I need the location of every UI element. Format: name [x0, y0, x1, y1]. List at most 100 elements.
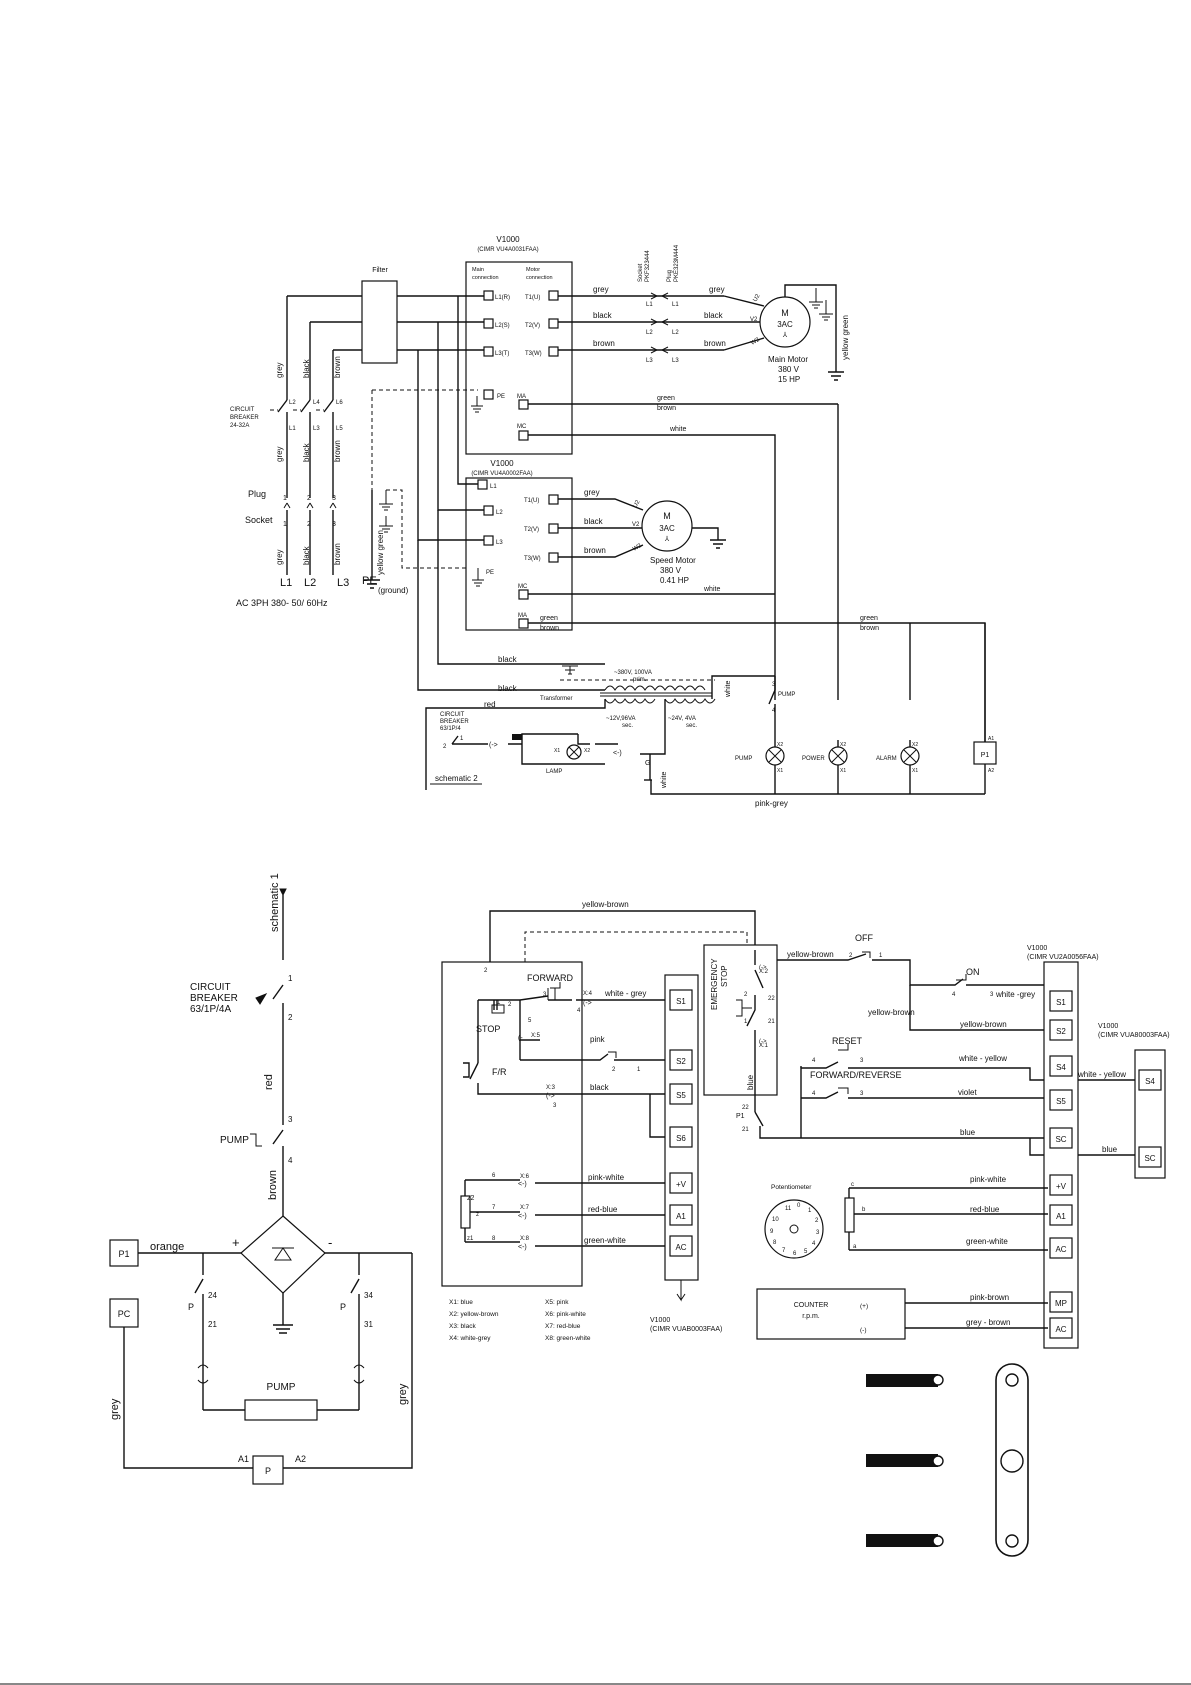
analog-wires — [535, 1182, 665, 1247]
on-pin-3: 3 — [990, 992, 994, 998]
supply-label: AC 3PH 380- 50/ 60Hz — [236, 598, 328, 608]
pc-label: PC — [118, 1309, 131, 1319]
pot-resistor-right — [844, 1197, 855, 1233]
wire-brown-alarm: brown — [860, 625, 879, 632]
reset-pin-3: 3 — [860, 1058, 864, 1064]
s2-pin-1: 1 — [637, 1067, 641, 1073]
terminal-box — [1138, 1146, 1162, 1168]
fwdrev-pin-3: 3 — [860, 1091, 864, 1097]
speed-terminal-l1: L1 — [490, 484, 497, 490]
terminal-box — [548, 494, 559, 505]
dial-1: 1 — [808, 1208, 812, 1214]
legend-x1: X1: blue — [449, 1299, 473, 1306]
speed-motor-symbol — [641, 500, 693, 552]
emergency-stop-contacts — [746, 950, 764, 1045]
circuit-breaker-2-line2: BREAKER — [440, 719, 469, 725]
transformer-sec2b: sec. — [686, 723, 697, 729]
wire-pink-white-left: pink-white — [588, 1173, 625, 1182]
estop-pin-1: 1 — [744, 1019, 748, 1025]
wire-brown-ma: brown — [657, 405, 676, 412]
circuit-breaker-line3: 63/1P/4A — [190, 1004, 231, 1015]
on-actuator — [956, 974, 967, 981]
emergency-stop-actuator — [736, 999, 752, 1017]
phase-l1: L1 — [280, 577, 292, 589]
s2-actuator — [608, 1051, 617, 1058]
counter-box — [756, 1288, 906, 1340]
speed-motor-pin-w2: W2 — [632, 543, 643, 553]
schematic-2-link[interactable]: schematic 2 — [435, 774, 478, 783]
transformer-sec1: ~12V,96VA — [606, 716, 636, 722]
vfd-strip-arrow — [676, 1280, 686, 1302]
pe-ground-wire — [364, 490, 380, 589]
pump-load-box — [244, 1399, 318, 1421]
indicator-pump-pin-x2: X2 — [777, 742, 783, 748]
wire-grey-speed: grey — [584, 488, 600, 497]
dial-4: 4 — [812, 1241, 816, 1247]
main-motor-pin-w2: W2 — [750, 337, 761, 347]
mechanical-parts — [866, 1363, 1029, 1557]
pump-switch-wire — [711, 675, 776, 740]
pe-terminal-label: PE — [497, 394, 505, 400]
right-terminal-plus-v: +V — [1056, 1182, 1067, 1191]
p1-box — [109, 1239, 139, 1267]
speed-motor-pin-v2: V2 — [632, 522, 640, 528]
transformer-sec1b: sec. — [622, 723, 633, 729]
terminal-box — [483, 290, 494, 301]
socket-part-label: Socket — [638, 263, 644, 282]
wire-white-yellow-far: white - yellow — [1077, 1070, 1126, 1079]
potentiometer-label: Potentiometer — [771, 1184, 812, 1191]
terminal-t2v: T2(V) — [525, 323, 540, 329]
wire-brown-motor: brown — [593, 339, 615, 348]
a1-label: A1 — [238, 1454, 249, 1464]
left-terminal-s5: S5 — [676, 1091, 686, 1100]
wire-green-alarm: green — [860, 615, 878, 622]
red-wire — [425, 699, 606, 790]
terminal-box — [1049, 1291, 1073, 1313]
wire-red-blue-right: red-blue — [970, 1205, 1000, 1214]
wire-pink-white-right: pink-white — [970, 1175, 1007, 1184]
connector-arrows — [650, 292, 669, 354]
breaker-2-contact — [451, 735, 488, 745]
vfd-main-model: (CIMR VU4A0031FAA) — [477, 247, 538, 253]
potentiometer-scale: 11 0 1 2 3 4 5 6 7 8 9 10 — [770, 1203, 820, 1257]
transformer-label: Transformer — [540, 696, 572, 702]
wire-grey-l2: grey — [275, 362, 284, 378]
on-label: ON — [966, 967, 980, 977]
stop-branch-pin-5: 5 — [528, 1018, 532, 1024]
speed-motor-leads — [558, 498, 644, 558]
pin-part-1 — [866, 1374, 938, 1387]
breaker-contact — [272, 984, 284, 1000]
terminal-box — [548, 318, 559, 329]
phase-l2: L2 — [304, 577, 316, 589]
terminal-box — [518, 618, 529, 629]
main-motor-leads — [723, 295, 765, 351]
speed-mc-label: MC — [518, 584, 528, 590]
socket-pin-3: 3 — [332, 521, 336, 528]
schematic-1-link[interactable]: schematic 1 — [269, 873, 281, 932]
indicator-power-pin-x2: X2 — [840, 742, 846, 748]
main-motor-ground — [784, 284, 844, 381]
conn-l1-plug: L1 — [672, 302, 679, 308]
left-terminal-s1: S1 — [676, 997, 686, 1006]
socket-pin-1: 1 — [283, 521, 287, 528]
ground-symbol — [809, 288, 833, 321]
pot-pin-6: 6 — [492, 1173, 496, 1179]
breaker-contacts — [277, 399, 334, 437]
off-pin-2: 2 — [849, 953, 853, 959]
pin-part-3-end — [932, 1535, 944, 1547]
transformer: ~380V, 100VA prim. Transformer ~12V,96VA… — [540, 665, 716, 729]
right-terminal-a1: A1 — [1056, 1212, 1066, 1221]
wire-white-mc: white — [669, 426, 686, 433]
main-connection-label-2: connection — [472, 275, 499, 281]
vfd-right-title: V1000 — [1027, 945, 1047, 952]
pot-z-label: z — [476, 1212, 479, 1218]
terminal-t1u: T1(U) — [525, 295, 540, 301]
ma-mc-wires — [528, 403, 838, 700]
wire-brown-speed: brown — [584, 546, 606, 555]
reset-wire — [800, 1061, 1135, 1138]
wire-orange: orange — [150, 1241, 184, 1253]
wire-brown-speed-ma: brown — [540, 625, 559, 632]
plug-label: Plug — [248, 489, 266, 499]
wire-violet: violet — [958, 1088, 977, 1097]
terminal-box — [483, 389, 494, 400]
